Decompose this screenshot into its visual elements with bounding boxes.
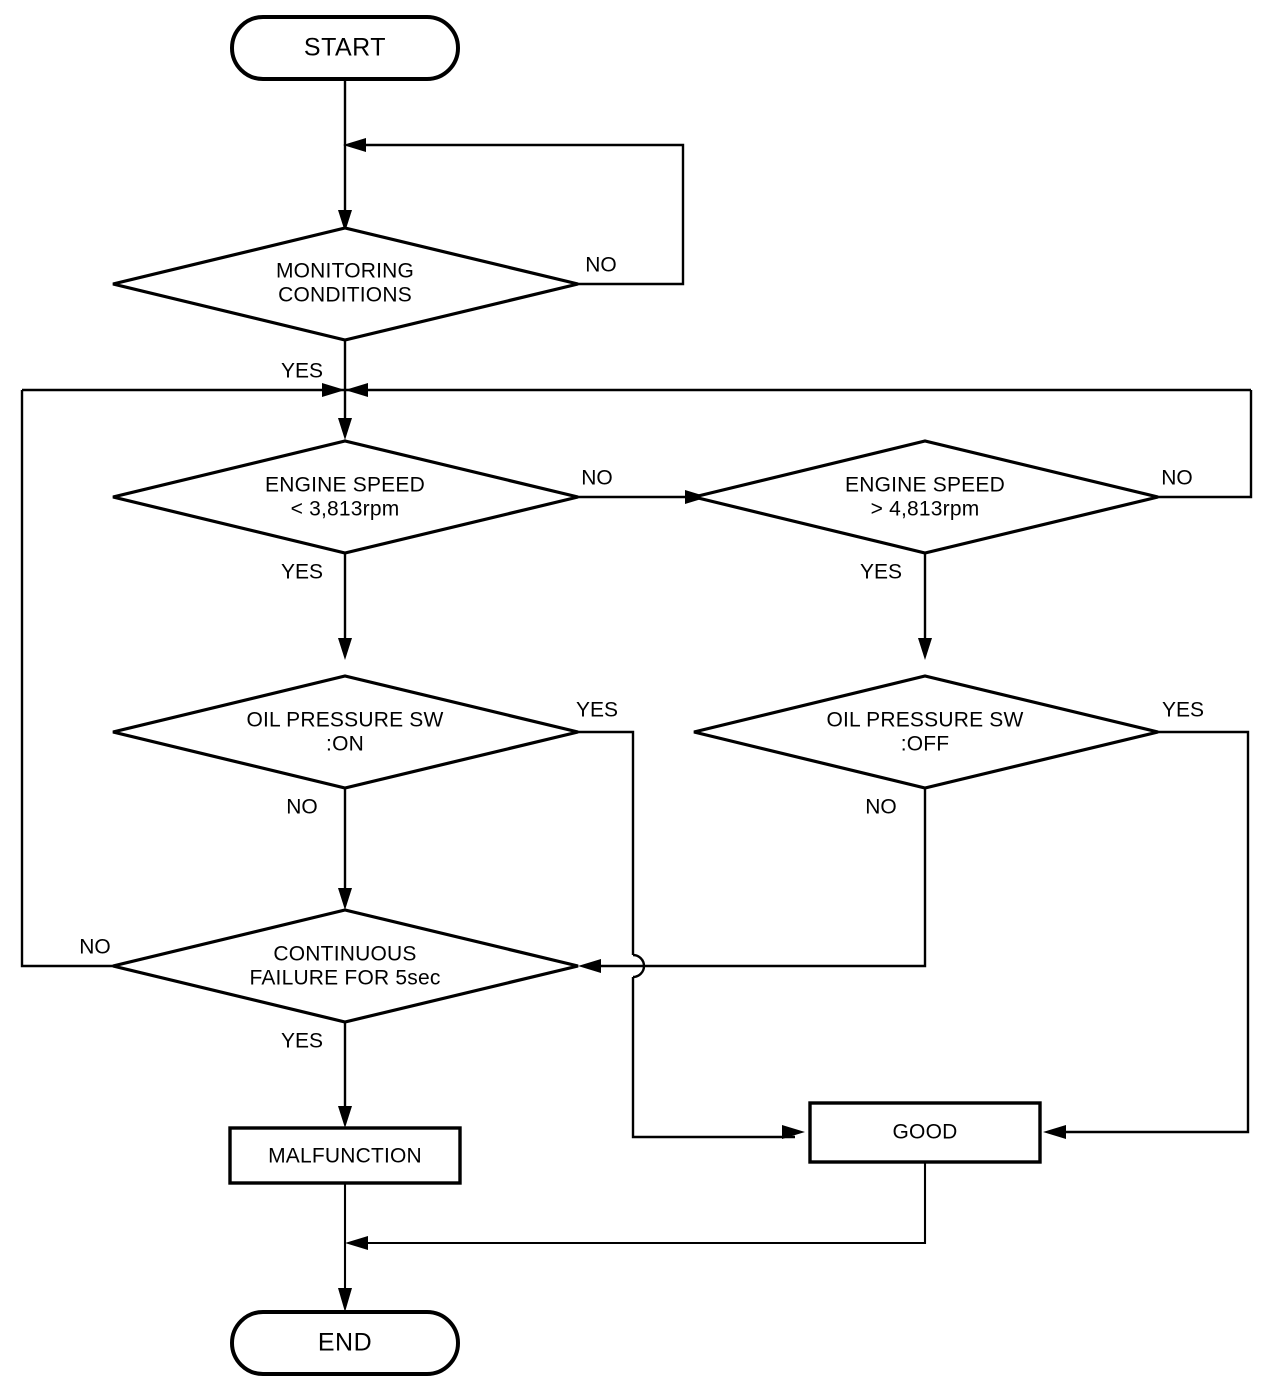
edge-oil-off-no-to-failure — [590, 788, 927, 968]
label-monitoring-yes: YES — [281, 360, 323, 383]
edge-monitoring-no-loop — [352, 143, 685, 286]
continuous-failure-line1: CONTINUOUS — [273, 943, 416, 966]
oil-sw-off-shape — [693, 674, 1159, 790]
label-failure-yes: YES — [281, 1030, 323, 1053]
engine-speed-high-line2: > 4,813rpm — [871, 498, 980, 521]
oil-sw-off-line2: :OFF — [901, 733, 950, 756]
label-monitoring-no: NO — [585, 254, 617, 277]
arrowhead-bottom-to-end — [338, 1288, 352, 1312]
arrowhead-start-to-monitoring — [338, 210, 352, 232]
end-shape — [230, 1310, 460, 1376]
edge-oil-off-yes-to-good — [1055, 730, 1250, 1134]
node-continuous-failure[interactable]: CONTINUOUS FAILURE FOR 5sec — [112, 908, 579, 1024]
arrowhead-right-return-merge — [345, 383, 368, 397]
arrowhead-speed-high-yes — [918, 638, 932, 660]
label-failure-no: NO — [79, 936, 111, 959]
arrowhead-good-to-bottom-bar — [345, 1236, 368, 1250]
node-malfunction[interactable]: MALFUNCTION — [228, 1126, 462, 1185]
monitoring-label-line2: CONDITIONS — [278, 284, 412, 307]
node-oil-pressure-sw-on[interactable]: OIL PRESSURE SW :ON — [112, 674, 579, 790]
arrowhead-monitoring-no-loop — [343, 138, 366, 152]
arrowhead-failure-yes — [338, 1106, 352, 1128]
node-engine-speed-high[interactable]: ENGINE SPEED > 4,813rpm — [693, 439, 1159, 555]
arrowhead-merge-to-speed-low — [338, 418, 352, 440]
start-label: START — [304, 34, 386, 62]
end-label: END — [318, 1329, 372, 1357]
malfunction-label: MALFUNCTION — [268, 1145, 422, 1168]
malfunction-shape — [228, 1126, 462, 1185]
edge-failure-no-return — [20, 390, 113, 968]
node-oil-pressure-sw-off[interactable]: OIL PRESSURE SW :OFF — [693, 674, 1159, 790]
node-end[interactable]: END — [230, 1310, 460, 1376]
start-shape — [230, 15, 460, 81]
label-speed-high-no: NO — [1161, 467, 1193, 490]
edge-oil-on-yes-lower — [631, 977, 795, 1139]
continuous-failure-line2: FAILURE FOR 5sec — [249, 967, 440, 990]
arrowhead-speed-low-yes — [338, 638, 352, 660]
monitoring-label-line1: MONITORING — [276, 260, 414, 283]
arrowhead-left-return-merge — [322, 383, 345, 397]
monitoring-shape — [112, 226, 579, 342]
label-oil-off-yes: YES — [1162, 699, 1204, 722]
node-engine-speed-low[interactable]: ENGINE SPEED < 3,813rpm — [112, 439, 579, 555]
engine-speed-high-shape — [693, 439, 1159, 555]
arrowhead-oil-on-yes-to-good — [782, 1125, 805, 1139]
engine-speed-high-line1: ENGINE SPEED — [845, 474, 1005, 497]
oil-sw-on-line2: :ON — [326, 733, 364, 756]
label-speed-low-yes: YES — [281, 561, 323, 584]
edge-oil-on-yes-upper — [578, 730, 635, 955]
oil-sw-on-line1: OIL PRESSURE SW — [246, 709, 443, 732]
engine-speed-low-line1: ENGINE SPEED — [265, 474, 425, 497]
good-shape — [808, 1101, 1042, 1164]
label-oil-on-no: NO — [286, 796, 318, 819]
arrowhead-oil-off-yes-to-good — [1043, 1125, 1066, 1139]
edge-speed-high-no-return — [1158, 390, 1253, 499]
node-start[interactable]: START — [230, 15, 460, 81]
oil-sw-off-line1: OIL PRESSURE SW — [826, 709, 1023, 732]
oil-sw-on-shape — [112, 674, 579, 790]
edge-good-down-to-bottom — [358, 1162, 927, 1245]
node-monitoring-conditions[interactable]: MONITORING CONDITIONS — [112, 226, 579, 342]
arrowhead-oil-on-no — [338, 888, 352, 910]
arrowhead-oil-off-no-to-failure — [578, 959, 601, 973]
label-speed-high-yes: YES — [860, 561, 902, 584]
node-good[interactable]: GOOD — [808, 1101, 1042, 1164]
label-speed-low-no: NO — [581, 467, 613, 490]
continuous-failure-shape — [112, 908, 579, 1024]
engine-speed-low-line2: < 3,813rpm — [291, 498, 400, 521]
engine-speed-low-shape — [112, 439, 579, 555]
good-label: GOOD — [893, 1121, 958, 1144]
label-oil-off-no: NO — [865, 796, 897, 819]
label-oil-on-yes: YES — [576, 699, 618, 722]
